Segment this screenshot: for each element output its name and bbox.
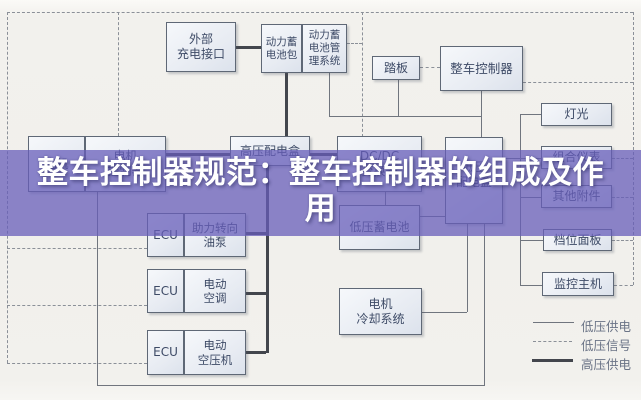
signal-drop-dcdc (362, 12, 363, 137)
hv-stub-air-compressor (246, 351, 266, 354)
box-motor-cooling-system: 电机 冷却系统 (339, 288, 422, 335)
lv-bus-horizontal (329, 116, 482, 117)
signal-pedal-to-vcu (420, 67, 440, 68)
lv-line-cooling-horizontal (421, 312, 467, 313)
hv-bus-vertical (266, 166, 269, 353)
page-title-line1: 整车控制器规范：整车控制器的组成及作 (37, 155, 604, 191)
signal-branch-ecu2 (7, 305, 147, 306)
lv-stub-lights (520, 114, 541, 115)
signal-branch-ecu3 (7, 363, 147, 364)
hv-line-battery-down (285, 73, 288, 136)
signal-vcu-to-right-bus (523, 82, 633, 83)
signal-stub-gear-panel (612, 240, 633, 241)
page-title-line2: 用 (304, 191, 337, 227)
box-monitor-host: 监控主机 (542, 272, 614, 296)
page-title: 整车控制器规范：整车控制器的组成及作 用 (0, 155, 641, 227)
box-power-battery-pack: 动力蓄 电池包 (261, 24, 302, 73)
lv-loop-left-vertical (97, 192, 98, 385)
legend-label-low-voltage-supply: 低压供电 (581, 319, 632, 334)
box-lights: 灯光 (541, 103, 612, 126)
hv-stub-electric-ac (246, 292, 266, 295)
legend-sample-low-voltage-supply (533, 322, 574, 323)
signal-drop-motor-controller (118, 12, 119, 136)
legend-sample-low-voltage-signal (533, 341, 572, 342)
lv-loop-bottom-horizontal (97, 385, 485, 386)
box-pedal: 踏板 (372, 56, 420, 80)
lv-stub-gear-panel (520, 240, 543, 241)
lv-line-bms-down (329, 73, 330, 116)
legend-label-high-voltage-supply: 高压供电 (581, 357, 632, 372)
box-ecu3: ECU (147, 330, 184, 375)
lv-loop-right-vertical (484, 224, 485, 385)
box-external-charging-port: 外部 充电接口 (166, 22, 236, 72)
legend-sample-high-voltage-supply (532, 359, 573, 362)
box-air-compressor: 电动 空压机 (184, 330, 246, 375)
signal-stub-bms (347, 43, 362, 44)
lv-stub-monitor-host (520, 285, 542, 286)
box-ecu2: ECU (147, 269, 184, 313)
box-electric-ac: 电动 空调 (184, 269, 246, 313)
box-battery-management-system: 动力蓄 电池管 理系统 (302, 24, 347, 73)
signal-line-top-bus (7, 12, 633, 13)
box-vehicle-controller: 整车控制器 (440, 46, 523, 91)
lv-line-pedal-down (398, 79, 399, 116)
signal-line-right-bus (633, 12, 634, 285)
signal-stub-monitor-host (614, 285, 633, 286)
title-banner-overlay (0, 150, 641, 236)
lv-line-cooling-vertical (467, 224, 468, 312)
hv-line-charging-to-battery (236, 46, 261, 49)
signal-branch-ecu1 (7, 248, 147, 249)
lv-line-vcu-to-lvdist (481, 91, 482, 137)
legend-label-low-voltage-signal: 低压信号 (581, 338, 632, 353)
